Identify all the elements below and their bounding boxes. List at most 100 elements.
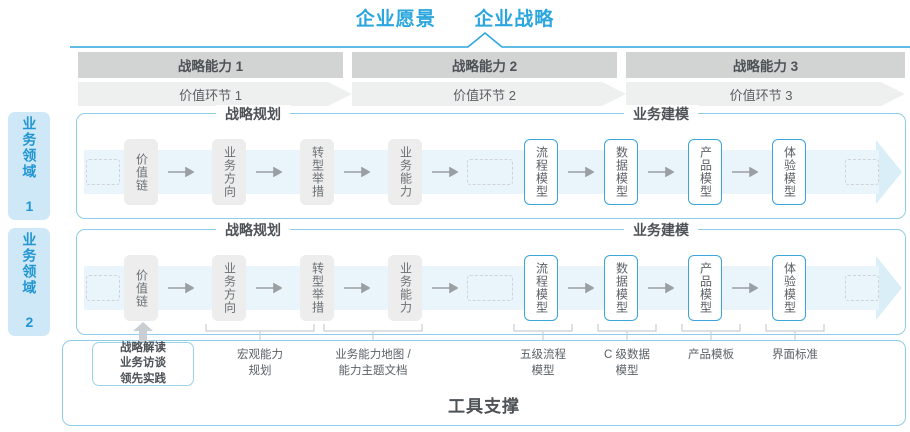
node-experience-model-r2[interactable]: 体验模型 <box>772 255 806 321</box>
node-label: 体验模型 <box>782 146 797 198</box>
node-business-capability-r2[interactable]: 业务能力 <box>388 255 422 321</box>
sidebar-domain-1[interactable]: 业务领域 1 <box>8 112 50 220</box>
node-value-chain-r1[interactable]: 价值链 <box>124 139 158 205</box>
flow-arrow <box>568 283 594 293</box>
tool-label-product-template: 产品模板 <box>671 348 751 364</box>
value-stage-label-3: 价值环节 3 <box>729 87 793 103</box>
tool-label-text: 产品模板 <box>688 349 734 361</box>
sidebar-domain-2[interactable]: 业务领域 2 <box>8 228 50 336</box>
tool-label-capability-map: 业务能力地图 / 能力主题文档 <box>318 348 428 379</box>
tool-label-ui-standard: 界面标准 <box>755 348 835 364</box>
interview-line-1: 战略解读 <box>120 342 166 355</box>
section-title-planning-r2: 战略规划 <box>216 221 290 239</box>
bracket-connector <box>597 324 657 340</box>
node-label: 价值链 <box>134 268 149 308</box>
node-business-direction-r2[interactable]: 业务方向 <box>212 255 246 321</box>
node-label: 转型举措 <box>310 146 325 198</box>
placeholder-box <box>467 275 513 301</box>
up-arrow-icon <box>133 322 153 344</box>
node-transformation-measures-r1[interactable]: 转型举措 <box>300 139 334 205</box>
flow-arrow <box>256 167 282 177</box>
value-stage-chevrons <box>78 82 905 106</box>
node-label: 数据模型 <box>614 146 629 198</box>
tool-label-five-level-process: 五级流程 模型 <box>503 348 583 379</box>
capability-label-1: 战略能力 1 <box>177 59 244 74</box>
node-label: 产品模型 <box>698 262 713 314</box>
domain-label-1: 业务领域 1 <box>21 116 38 216</box>
tool-interview-box[interactable]: 战略解读 业务访谈 领先实践 <box>92 342 194 386</box>
flow-arrow <box>732 167 758 177</box>
tool-label-text: 五级流程 模型 <box>520 349 566 377</box>
bracket-connector <box>205 324 315 340</box>
flow-arrow <box>168 283 194 293</box>
value-stage-3[interactable]: 价值环节 3 <box>626 82 896 106</box>
top-titles: 企业愿景 企业战略 <box>0 4 910 31</box>
node-label: 流程模型 <box>534 262 549 314</box>
tool-support-label: 工具支撑 <box>448 397 520 416</box>
node-label: 转型举措 <box>310 262 325 314</box>
tool-support-panel <box>62 340 906 426</box>
node-label: 业务方向 <box>222 262 237 314</box>
node-transformation-measures-r2[interactable]: 转型举措 <box>300 255 334 321</box>
section-title-modeling-r1: 业务建模 <box>624 105 698 123</box>
node-data-model-r1[interactable]: 数据模型 <box>604 139 638 205</box>
flow-arrow <box>168 167 194 177</box>
flow-arrow <box>648 283 674 293</box>
node-label: 价值链 <box>134 152 149 192</box>
vision-title: 企业愿景 <box>355 9 436 30</box>
node-business-capability-r1[interactable]: 业务能力 <box>388 139 422 205</box>
section-label: 业务建模 <box>633 222 689 238</box>
section-label: 业务建模 <box>633 106 689 122</box>
section-title-planning-r1: 战略规划 <box>216 105 290 123</box>
placeholder-box <box>86 275 120 301</box>
capability-label-2: 战略能力 2 <box>451 59 518 74</box>
node-business-direction-r1[interactable]: 业务方向 <box>212 139 246 205</box>
bracket-connector <box>513 324 573 340</box>
node-label: 体验模型 <box>782 262 797 314</box>
section-title-modeling-r2: 业务建模 <box>624 221 698 239</box>
node-process-model-r1[interactable]: 流程模型 <box>524 139 558 205</box>
section-label: 战略规划 <box>225 106 281 122</box>
strategy-title: 企业战略 <box>474 9 555 30</box>
flow-arrow <box>256 283 282 293</box>
apex-connector-line <box>70 31 910 48</box>
value-stage-2[interactable]: 价值环节 2 <box>352 82 617 106</box>
tool-label-c-level-data: C 级数据 模型 <box>587 348 667 379</box>
node-label: 流程模型 <box>534 146 549 198</box>
node-product-model-r1[interactable]: 产品模型 <box>688 139 722 205</box>
interview-line-2: 业务访谈 <box>120 357 166 370</box>
interview-line-3: 领先实践 <box>120 372 166 385</box>
placeholder-box <box>86 159 120 185</box>
tool-label-text: 界面标准 <box>772 349 818 361</box>
bracket-connector <box>323 324 423 340</box>
flow-arrow <box>568 167 594 177</box>
tool-label-text: 业务能力地图 / 能力主题文档 <box>335 349 411 377</box>
flow-arrow <box>344 283 370 293</box>
tool-label-text: 宏观能力 规划 <box>237 349 283 377</box>
flow-arrow <box>732 283 758 293</box>
capability-bar-1[interactable]: 战略能力 1 <box>78 52 343 78</box>
section-label: 战略规划 <box>225 222 281 238</box>
value-stage-1[interactable]: 价值环节 1 <box>78 82 343 106</box>
flow-arrow <box>432 283 458 293</box>
placeholder-box <box>467 159 513 185</box>
node-process-model-r2[interactable]: 流程模型 <box>524 255 558 321</box>
tool-label-macro-capability: 宏观能力 规划 <box>210 348 310 379</box>
bracket-connector <box>681 324 741 340</box>
capability-bar-3[interactable]: 战略能力 3 <box>626 52 905 78</box>
node-experience-model-r1[interactable]: 体验模型 <box>772 139 806 205</box>
node-product-model-r2[interactable]: 产品模型 <box>688 255 722 321</box>
node-label: 业务能力 <box>398 146 413 198</box>
bracket-connector <box>765 324 825 340</box>
flow-band-arrow-1 <box>876 140 902 204</box>
tool-label-text: C 级数据 模型 <box>604 349 650 377</box>
node-data-model-r2[interactable]: 数据模型 <box>604 255 638 321</box>
flow-arrow <box>344 167 370 177</box>
capability-bar-2[interactable]: 战略能力 2 <box>352 52 617 78</box>
flow-arrow <box>648 167 674 177</box>
placeholder-box <box>845 275 879 301</box>
node-value-chain-r2[interactable]: 价值链 <box>124 255 158 321</box>
flow-band-arrow-2 <box>876 256 902 320</box>
capability-label-3: 战略能力 3 <box>732 59 799 74</box>
placeholder-box <box>845 159 879 185</box>
